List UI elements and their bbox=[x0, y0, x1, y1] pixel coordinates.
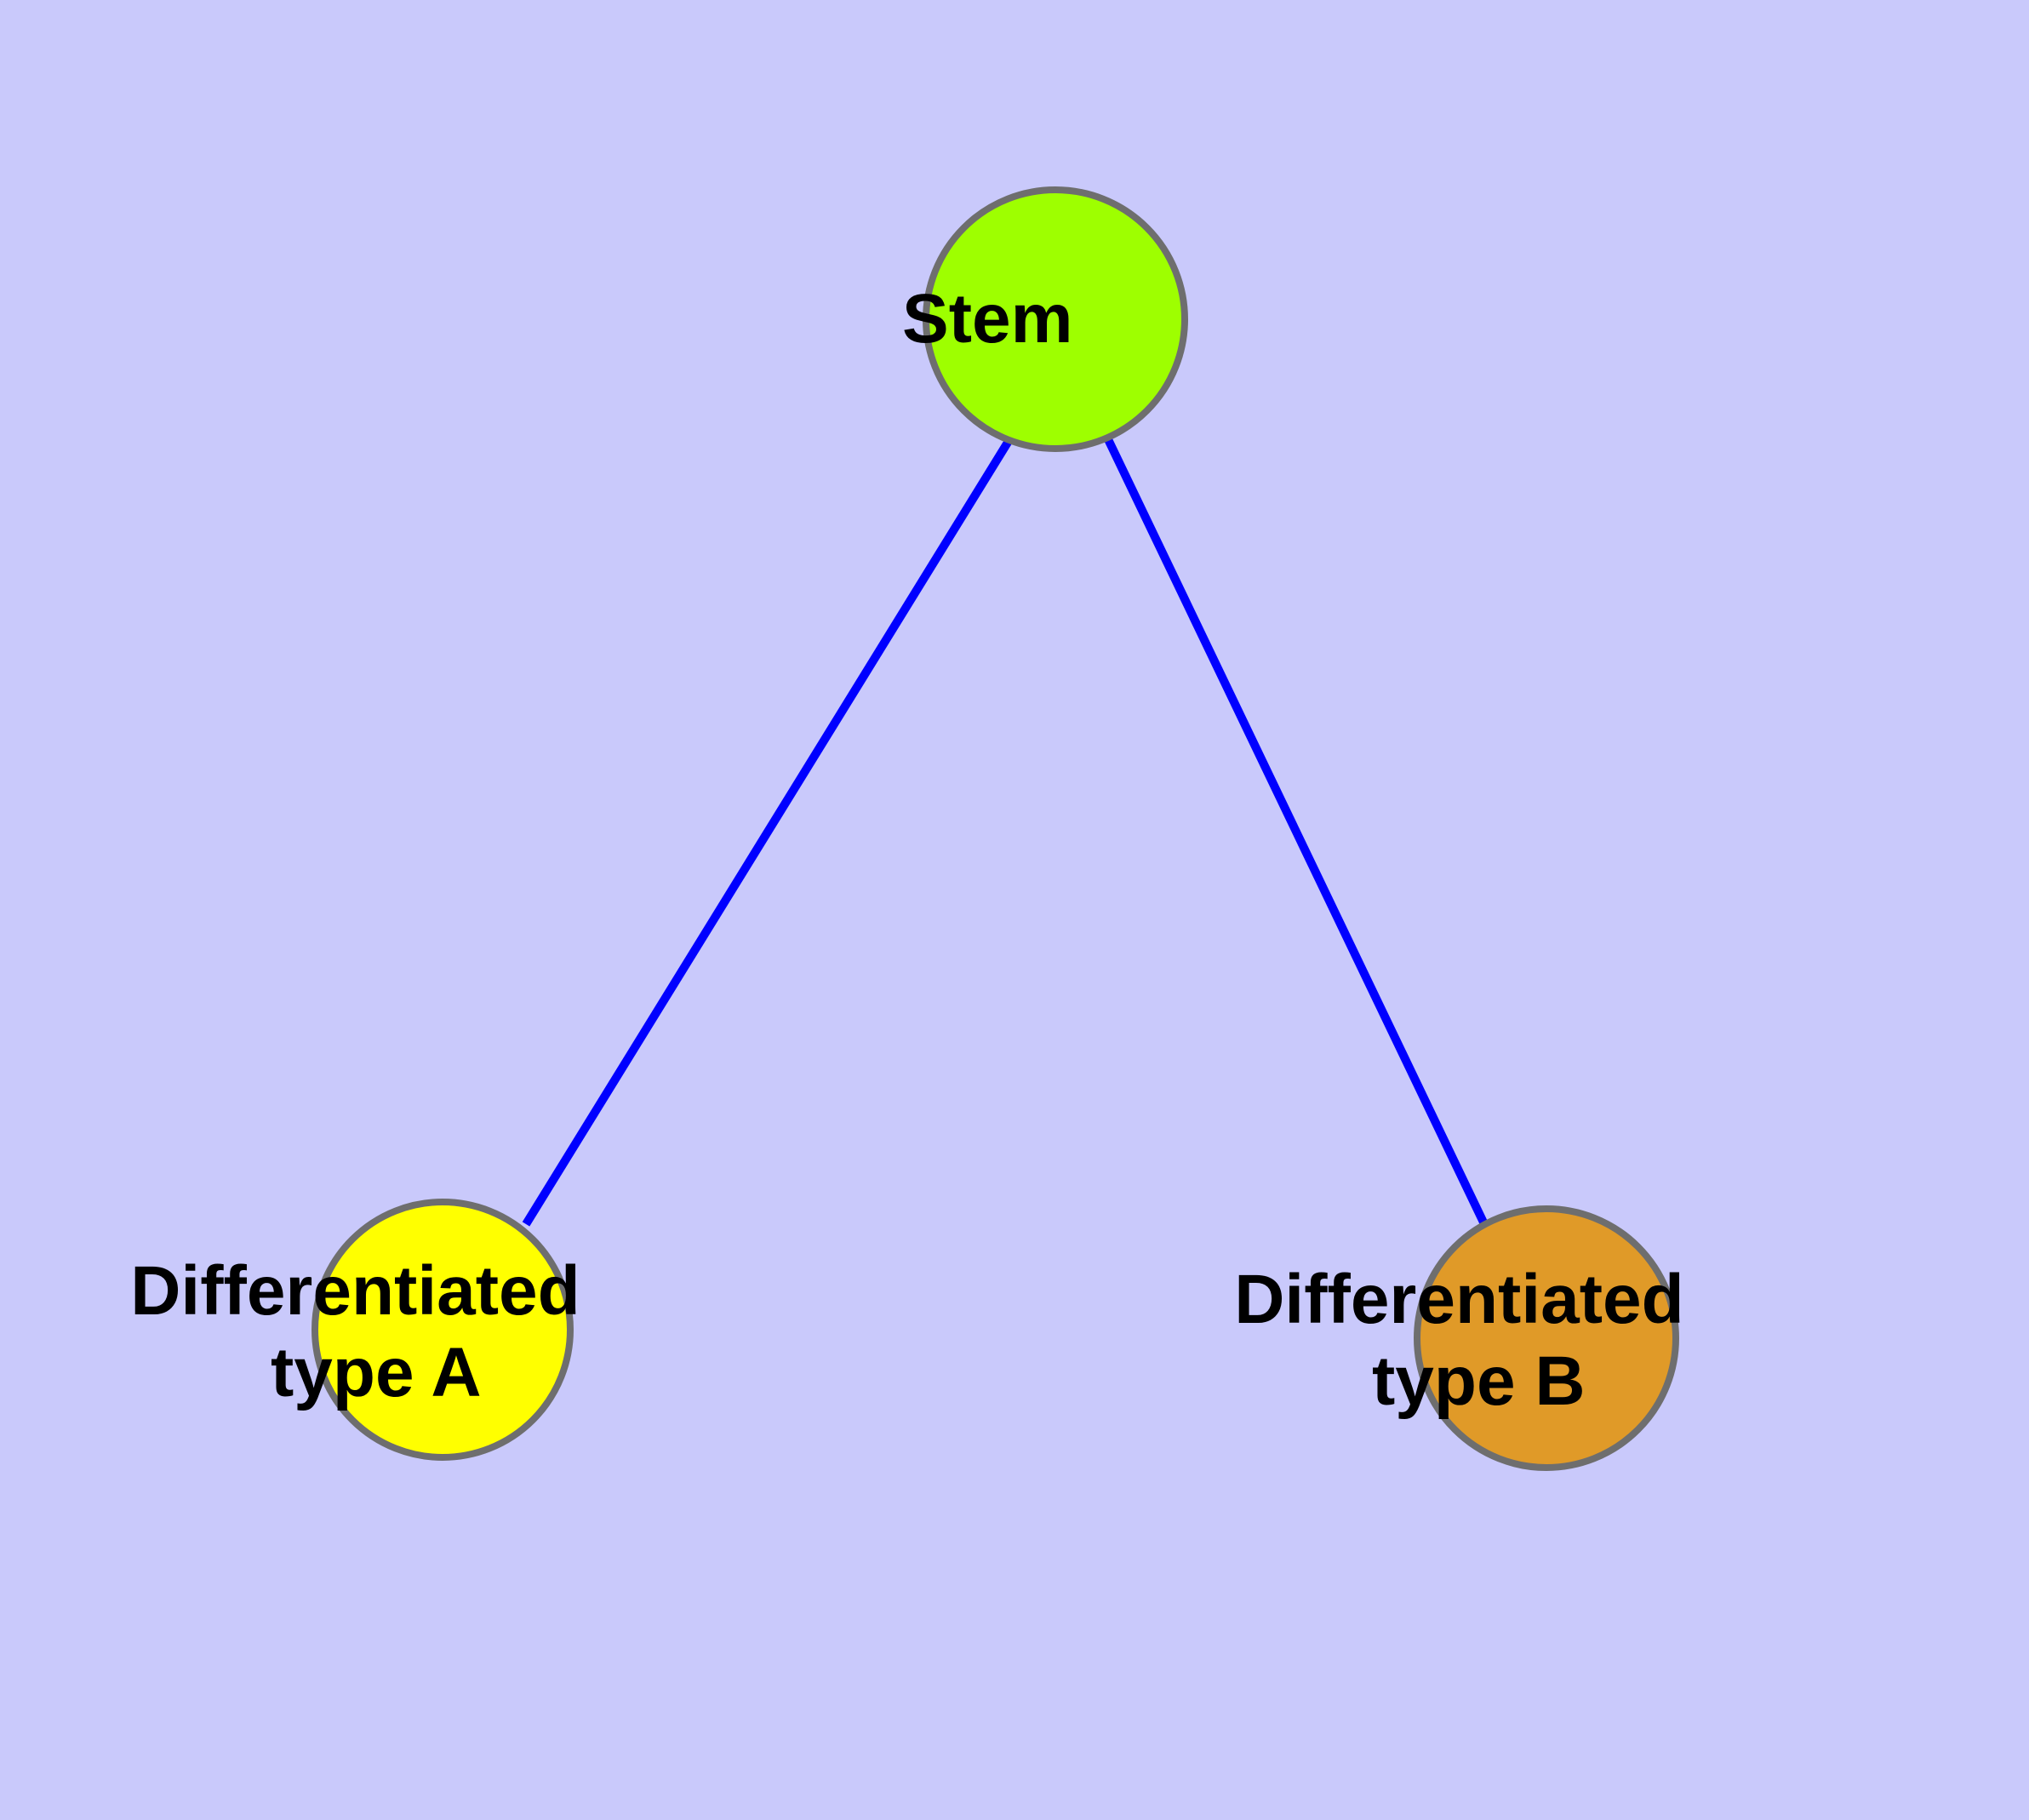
node-label-diff-a-line-2: type A bbox=[271, 1334, 480, 1411]
node-diff-a[interactable] bbox=[311, 1199, 574, 1461]
node-label-diff-b-line-2: type B bbox=[1372, 1342, 1586, 1420]
node-label-diff-a-line-1: Differentiated bbox=[130, 1252, 580, 1330]
node-circle-stem[interactable] bbox=[923, 186, 1188, 452]
edge-layer bbox=[522, 432, 1489, 1228]
edge-stem-to-diff-a[interactable] bbox=[522, 432, 1017, 1227]
node-label-diff-b: Differentiated type B bbox=[1234, 1261, 1859, 1420]
label-layer: Stem Differentiated type A Differentiate… bbox=[130, 280, 1859, 1420]
node-label-stem-line-1: Stem bbox=[902, 280, 1073, 358]
node-stem[interactable] bbox=[923, 186, 1188, 452]
node-label-diff-a: Differentiated type A bbox=[130, 1252, 755, 1411]
node-circle-diff-a[interactable] bbox=[311, 1199, 574, 1461]
node-label-diff-b-line-1: Differentiated bbox=[1234, 1261, 1684, 1338]
node-label-stem: Stem bbox=[902, 280, 1209, 358]
edge-stem-to-diff-b[interactable] bbox=[1102, 433, 1489, 1228]
node-circle-diff-b[interactable] bbox=[1414, 1205, 1679, 1471]
node-diff-b[interactable] bbox=[1414, 1205, 1679, 1471]
